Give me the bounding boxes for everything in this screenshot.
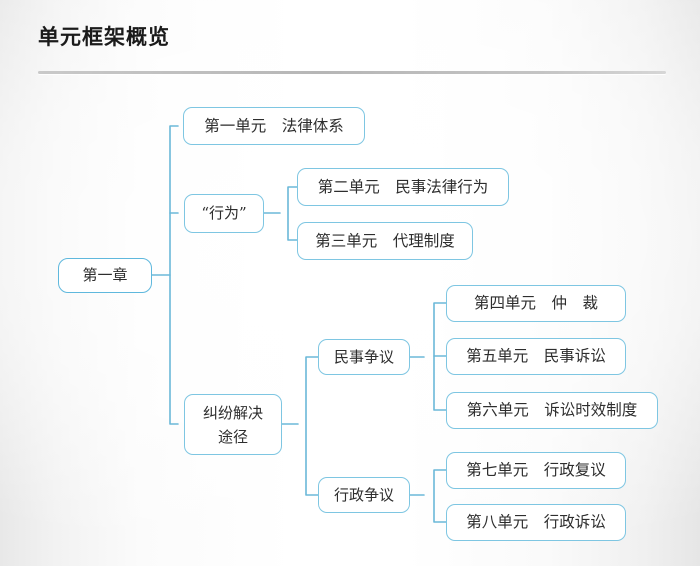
node-unit4[interactable]: 第四单元 仲 裁 [446, 285, 626, 322]
connector-admin-children [433, 469, 447, 523]
node-unit5[interactable]: 第五单元 民事诉讼 [446, 338, 626, 375]
node-admin-dispute[interactable]: 行政争议 [318, 477, 410, 513]
page-title: 单元框架概览 [38, 26, 170, 49]
node-unit2[interactable]: 第二单元 民事法律行为 [297, 168, 509, 206]
node-behavior[interactable]: “行为” [184, 194, 264, 233]
node-unit3[interactable]: 第三单元 代理制度 [297, 222, 473, 260]
node-root-chapter1[interactable]: 第一章 [58, 258, 152, 293]
node-dispute-resolution-label: 纠纷解决途径 [202, 403, 263, 446]
node-dispute-resolution[interactable]: 纠纷解决途径 [184, 394, 282, 455]
node-civil-dispute[interactable]: 民事争议 [318, 339, 410, 375]
node-unit8[interactable]: 第八单元 行政诉讼 [446, 504, 626, 541]
node-unit6[interactable]: 第六单元 诉讼时效制度 [446, 392, 658, 429]
title-divider [38, 71, 666, 74]
connector-dispute-children [305, 356, 319, 496]
node-unit1[interactable]: 第一单元 法律体系 [183, 107, 365, 145]
connector-main-trunk [169, 125, 179, 425]
node-unit7[interactable]: 第七单元 行政复议 [446, 452, 626, 489]
connector-behavior-children [287, 186, 298, 241]
